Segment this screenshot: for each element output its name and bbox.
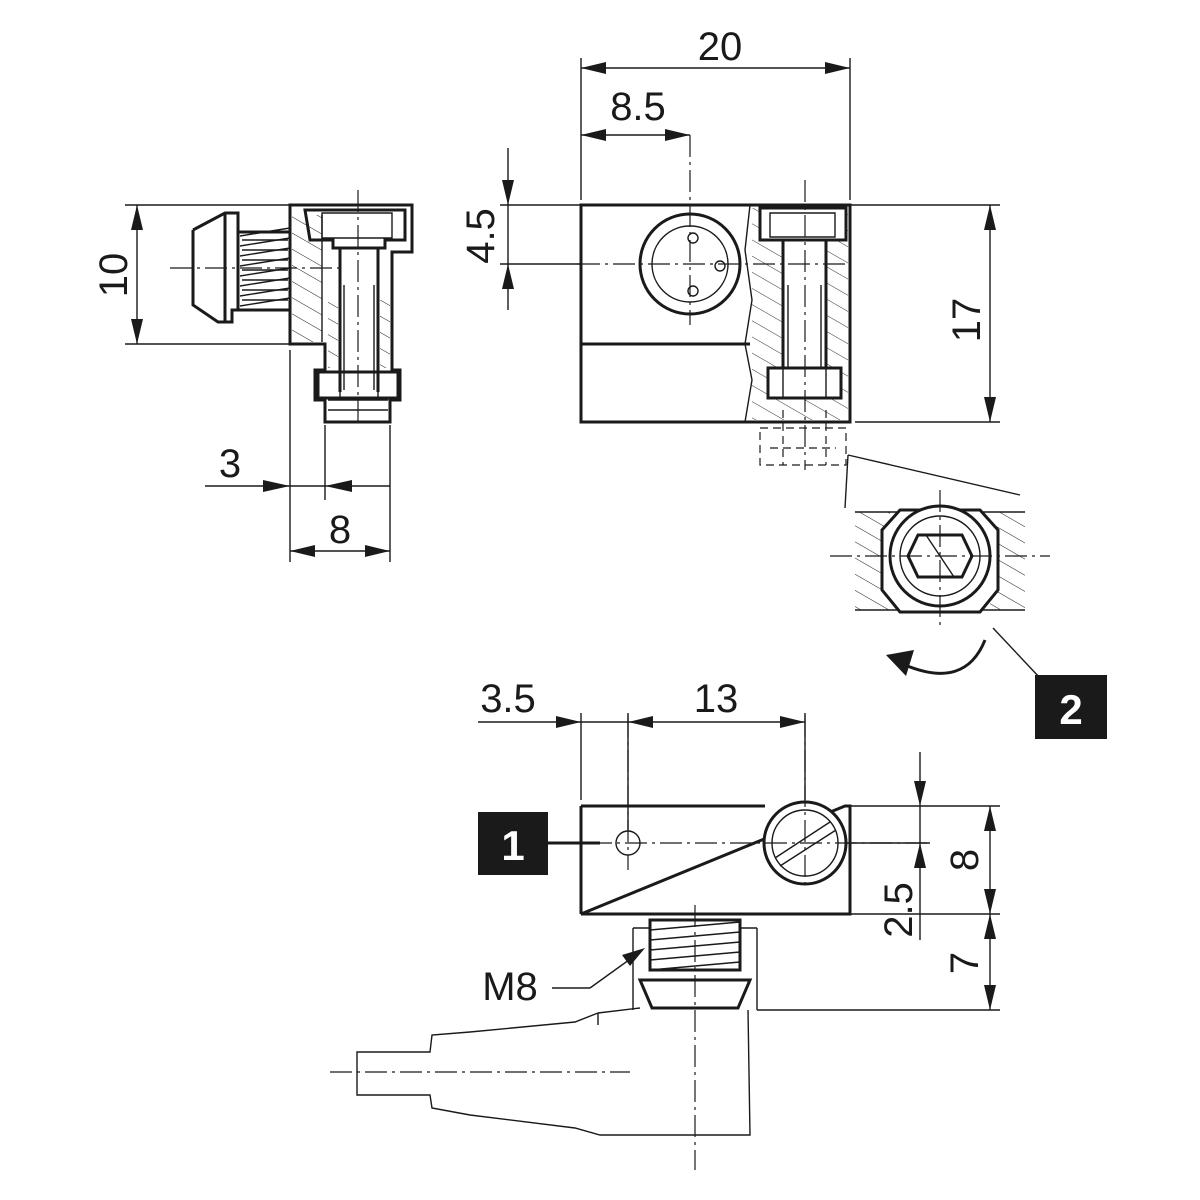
dim-bottom-offset-label: 2.5 <box>877 882 921 938</box>
dim-side-width-label: 8 <box>329 508 351 552</box>
side-plug-thread <box>239 227 291 307</box>
dim-side-flange: 3 <box>205 350 390 562</box>
callout-1-label: 1 <box>501 822 524 869</box>
dim-bottom-left-label: 3.5 <box>480 677 536 721</box>
dim-side-height-label: 10 <box>92 253 136 298</box>
dim-front-height-label: 17 <box>945 298 989 343</box>
front-view: 20 8.5 4.5 17 <box>459 25 1000 470</box>
bottom-cable <box>330 1007 751 1136</box>
dim-bottom-vertical: 8 2.5 7 <box>757 752 1000 1011</box>
side-view: 10 3 8 <box>92 190 414 562</box>
dim-front-vertical-label: 4.5 <box>459 208 503 264</box>
rotation-arrow <box>904 639 987 675</box>
bottom-view: 3.5 13 8 2.5 7 <box>330 677 1000 1170</box>
dim-front-vertical: 4.5 <box>459 148 581 310</box>
dim-front-offset: 8.5 <box>581 85 690 141</box>
dim-side-height: 10 <box>92 204 290 345</box>
dim-bottom-center-label: 13 <box>694 677 739 721</box>
dim-front-offset-label: 8.5 <box>610 85 666 129</box>
dim-side-width: 8 <box>290 425 391 562</box>
dim-front-width: 20 <box>580 25 851 200</box>
front-body <box>579 203 852 424</box>
detail-view: 2 <box>830 454 1107 739</box>
dim-bottom-horizontal: 3.5 13 <box>478 677 806 830</box>
bottom-thread <box>632 918 758 1010</box>
dim-front-height: 17 <box>850 204 1000 423</box>
thread-label: M8 <box>482 965 538 1009</box>
callout-1-box <box>478 812 548 875</box>
callout-2-label: 2 <box>1059 686 1082 733</box>
callout-2-box <box>1035 675 1107 739</box>
side-body <box>288 203 414 424</box>
dim-front-width-label: 20 <box>698 25 743 69</box>
dim-side-flange-label: 3 <box>219 442 241 486</box>
dim-bottom-height-label: 8 <box>943 849 987 871</box>
dim-bottom-thread-length-label: 7 <box>943 952 987 974</box>
thread-callout: M8 <box>482 948 645 1009</box>
